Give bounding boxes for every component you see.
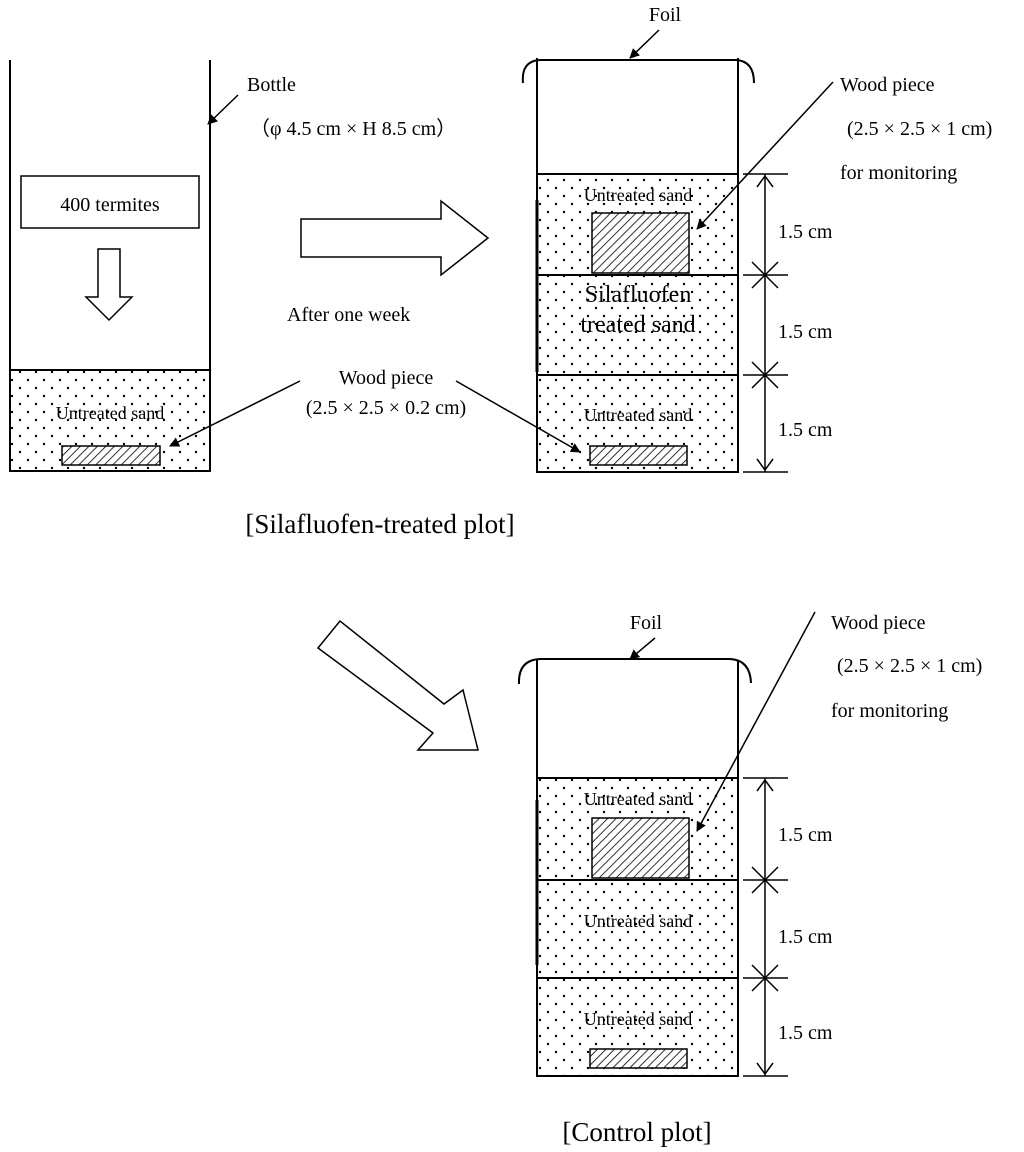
treated-foil-cap [521,59,755,84]
treated-foil-label: Foil [649,4,682,26]
control-middle-sand-label: Untreated sand [584,911,692,931]
control-plot-caption: [Control plot] [562,1117,711,1147]
treated-wood-pointer [696,81,834,230]
control-foil-cap [517,658,752,685]
bottle-label: Bottle [247,74,296,96]
after-one-week-label: After one week [287,304,410,326]
treated-foil-pointer [629,29,660,59]
bottle-dims-label: （φ 4.5 cm × H 8.5 cm） [250,117,456,140]
treated-bait-wood [589,445,688,466]
control-middle-sand [538,880,738,978]
control-bait-wood [589,1048,688,1069]
initial-bottle-outline [9,60,211,472]
control-foil-pointer [629,637,656,660]
silafluofen-label-1: Silafluofen [585,282,692,308]
treated-wood-purpose: for monitoring [840,162,957,184]
termites-box [20,175,200,229]
control-dim-bottom: 1.5 cm [778,1022,833,1044]
treated-wood-label: Wood piece [840,74,935,96]
initial-bottle: 400 termites Untreated sand [9,60,211,472]
right-block-arrow-icon [300,199,490,277]
control-bottom-sand-label: Untreated sand [584,1009,692,1029]
silafluofen-label-2: treated sand [580,312,695,338]
diagonal-block-arrow-icon [316,619,479,751]
control-wood-label: Wood piece [831,612,926,634]
treated-monitor-wood [591,212,690,274]
control-wood-purpose: for monitoring [831,700,948,722]
control-dimension-lines [743,777,788,1077]
silafluofen-plot-caption: [Silafluofen-treated plot] [245,509,514,539]
control-bottle: Untreated sand Untreated sand Untreated … [517,658,752,1077]
down-arrow-icon [84,248,134,322]
control-foil-label: Foil [630,612,663,634]
treated-bottom-sand-label: Untreated sand [584,405,692,425]
treated-dim-middle: 1.5 cm [778,321,833,343]
wood-piece-small-label: Wood piece [339,367,434,389]
treated-dim-top: 1.5 cm [778,221,833,243]
bottle-pointer [207,94,239,125]
treated-bottle: Untreated sand Silafluofen treated sand … [521,58,755,473]
control-dim-top: 1.5 cm [778,824,833,846]
treated-middle-sand [538,275,738,375]
termites-label: 400 termites [60,194,160,216]
initial-sand-label: Untreated sand [56,403,164,423]
treated-top-sand-label: Untreated sand [584,185,692,205]
wood-pointer-left [169,380,301,447]
treated-dim-bottom: 1.5 cm [778,419,833,441]
control-wood-pointer [696,611,816,832]
thin-wood-piece [61,445,161,466]
wood-piece-small-dims: (2.5 × 2.5 × 0.2 cm) [306,397,466,419]
treated-wood-dims: (2.5 × 2.5 × 1 cm) [847,118,992,140]
control-monitor-wood [591,817,690,879]
control-wood-dims: (2.5 × 2.5 × 1 cm) [837,655,982,677]
control-top-sand-label: Untreated sand [584,789,692,809]
control-dim-middle: 1.5 cm [778,926,833,948]
treated-dimension-lines [743,173,788,473]
